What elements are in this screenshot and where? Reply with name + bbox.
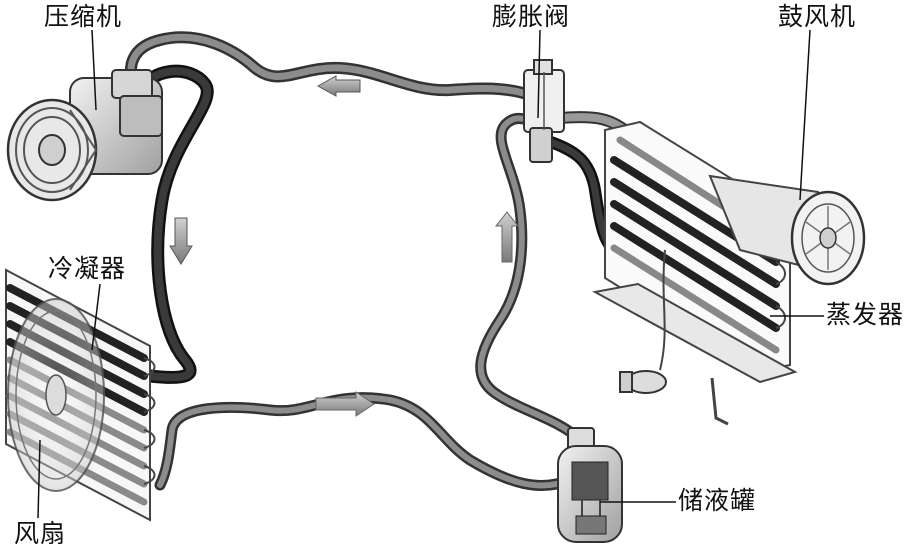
compressor <box>6 69 163 202</box>
evaporator-label: 蒸发器 <box>826 300 905 329</box>
blower <box>708 174 866 286</box>
receiver-drier-label: 储液罐 <box>678 486 757 515</box>
flow-arrow-bottom <box>315 391 375 417</box>
flow-arrow-right <box>494 211 520 263</box>
expansion-valve-label: 膨胀阀 <box>492 2 571 31</box>
flow-arrow-top <box>316 75 361 97</box>
leader-compressor <box>91 29 97 111</box>
blower-label: 鼓风机 <box>778 2 857 31</box>
fan <box>7 298 105 492</box>
leader-blower <box>799 29 811 201</box>
compressor-label: 压缩机 <box>44 2 123 31</box>
leader-expansion-valve <box>537 29 541 119</box>
expansion-valve <box>523 59 565 163</box>
fan-label: 风扇 <box>14 519 67 548</box>
leader-lines <box>37 29 824 519</box>
evaporator <box>592 120 798 426</box>
receiver-drier <box>557 427 623 543</box>
discharge-line <box>133 64 214 384</box>
leader-fan <box>37 439 41 519</box>
condenser-label: 冷凝器 <box>48 254 127 283</box>
receiver-to-valve-line <box>475 112 586 446</box>
flow-arrow-left <box>169 217 193 265</box>
liquid-line <box>154 392 576 491</box>
leader-condenser <box>91 283 101 351</box>
